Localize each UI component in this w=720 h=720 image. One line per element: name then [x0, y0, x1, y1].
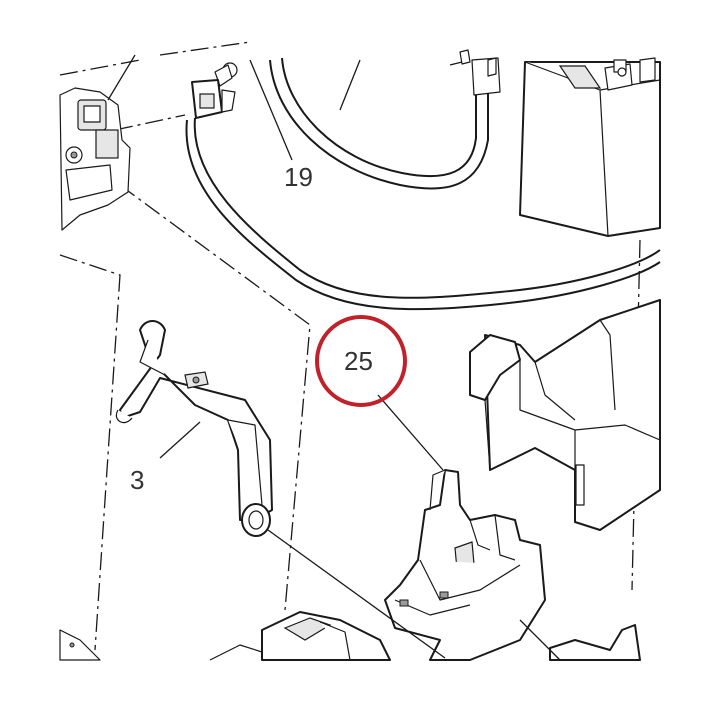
battery — [519, 57, 661, 237]
leader-line-25 — [377, 394, 444, 471]
callout-3: 3 — [130, 465, 144, 495]
connector-assembly-top-left — [59, 54, 136, 231]
battery-tray — [469, 299, 661, 531]
part-3-bracket — [115, 320, 273, 537]
cable-harness — [185, 49, 661, 311]
bottom-fuse-block — [59, 611, 641, 661]
highlight-circle — [315, 315, 407, 407]
ring-terminal-connector — [191, 62, 238, 119]
part-25-support — [267, 469, 546, 661]
callout-25: 25 — [344, 346, 373, 376]
callout-19: 19 — [284, 162, 313, 192]
